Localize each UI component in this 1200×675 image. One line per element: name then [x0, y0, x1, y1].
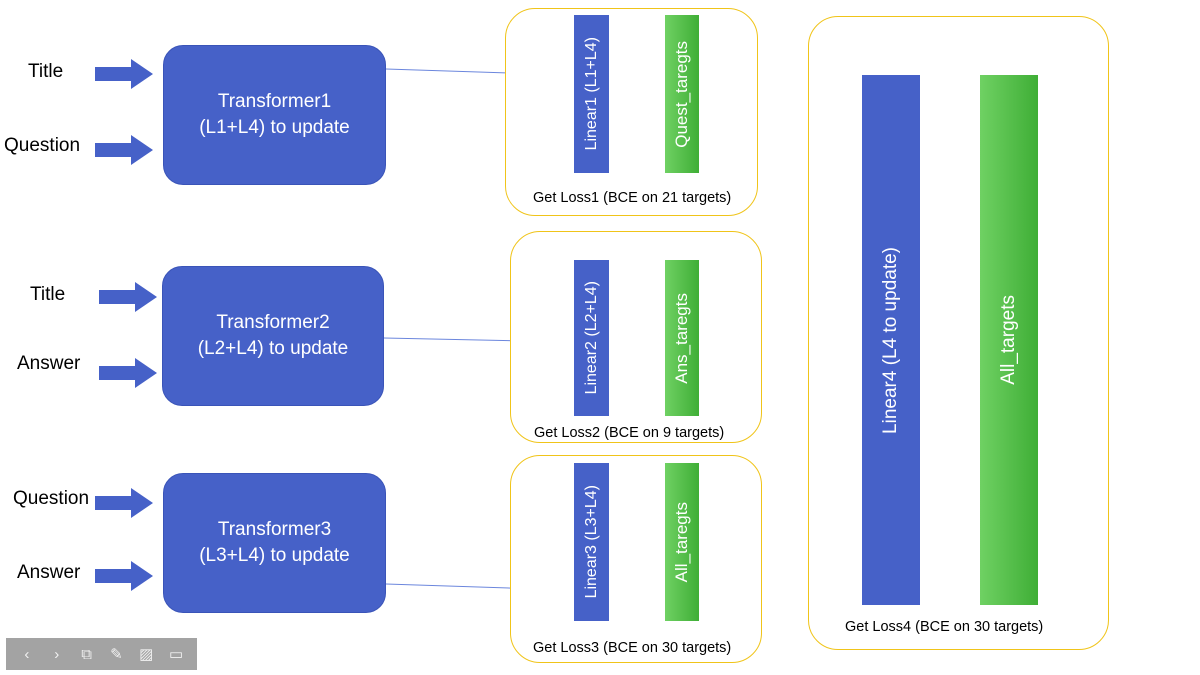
all-targets-label: All_targets: [998, 295, 1019, 385]
loss-group-3: [510, 455, 762, 663]
block-arrow-icon: [99, 358, 157, 388]
transformer3-name: Transformer3: [217, 519, 332, 540]
presentation-toolbar: ‹ › ⧉ ✎ ▨ ▭: [6, 638, 197, 670]
transformer3-block: Transformer3 (L3+L4) to update: [163, 473, 386, 613]
all-taregts-label: All_taregts: [672, 501, 691, 583]
presenter-icon[interactable]: ▭: [168, 646, 184, 663]
transformer2-name: Transformer2: [216, 312, 330, 333]
block-arrow-icon: [95, 561, 153, 591]
slides-icon[interactable]: ⧉: [81, 645, 92, 663]
input-label-answer-3: Answer: [17, 562, 81, 583]
linear3-label: Linear3 (L3+L4): [582, 485, 600, 599]
loss1-label: Get Loss1 (BCE on 21 targets): [533, 190, 732, 206]
block-arrow-icon: [95, 488, 153, 518]
transformer1-name: Transformer1: [217, 91, 332, 112]
previous-icon[interactable]: ‹: [24, 645, 30, 663]
quest-targets-bar: Quest_taregts: [665, 15, 699, 173]
linear2-label: Linear2 (L2+L4): [582, 281, 600, 395]
linear2-bar: Linear2 (L2+L4): [574, 260, 609, 416]
input-label-title-2: Title: [30, 284, 66, 305]
linear4-label: Linear4 (L4 to update): [880, 246, 901, 434]
loss-group-4: [808, 16, 1109, 650]
transformer2-block: Transformer2 (L2+L4) to update: [162, 266, 384, 406]
loss2-label: Get Loss2 (BCE on 9 targets): [534, 425, 725, 441]
block-arrow-icon: [95, 135, 153, 165]
all-targets-bar: All_targets: [980, 75, 1038, 605]
linear4-bar: Linear4 (L4 to update): [862, 75, 920, 605]
loss-group-2: [510, 231, 762, 443]
quest-targets-label: Quest_taregts: [672, 40, 691, 148]
transformer1-block: Transformer1 (L1+L4) to update: [163, 45, 386, 185]
loss4-label: Get Loss4 (BCE on 30 targets): [845, 619, 1044, 635]
pen-icon[interactable]: ✎: [110, 646, 123, 663]
input-label-question-3: Question: [13, 488, 90, 509]
all-taregts-bar: All_taregts: [665, 463, 699, 621]
input-label-title-1: Title: [28, 61, 64, 82]
linear1-label: Linear1 (L1+L4): [582, 37, 600, 151]
transformer2-update: (L2+L4) to update: [197, 338, 349, 359]
linear1-bar: Linear1 (L1+L4): [574, 15, 609, 173]
ans-targets-bar: Ans_taregts: [665, 260, 699, 416]
input-label-answer-2: Answer: [17, 353, 81, 374]
next-icon[interactable]: ›: [54, 645, 60, 663]
transformer1-update: (L1+L4) to update: [199, 117, 350, 138]
transformer3-update: (L3+L4) to update: [199, 545, 350, 566]
screen-icon[interactable]: ▨: [139, 646, 154, 663]
ans-targets-label: Ans_taregts: [672, 292, 691, 384]
block-arrow-icon: [95, 59, 153, 89]
loss-group-1: [505, 8, 758, 216]
linear3-bar: Linear3 (L3+L4): [574, 463, 609, 621]
input-label-question-1: Question: [4, 135, 81, 156]
block-arrow-icon: [99, 282, 157, 312]
loss3-label: Get Loss3 (BCE on 30 targets): [533, 640, 732, 656]
